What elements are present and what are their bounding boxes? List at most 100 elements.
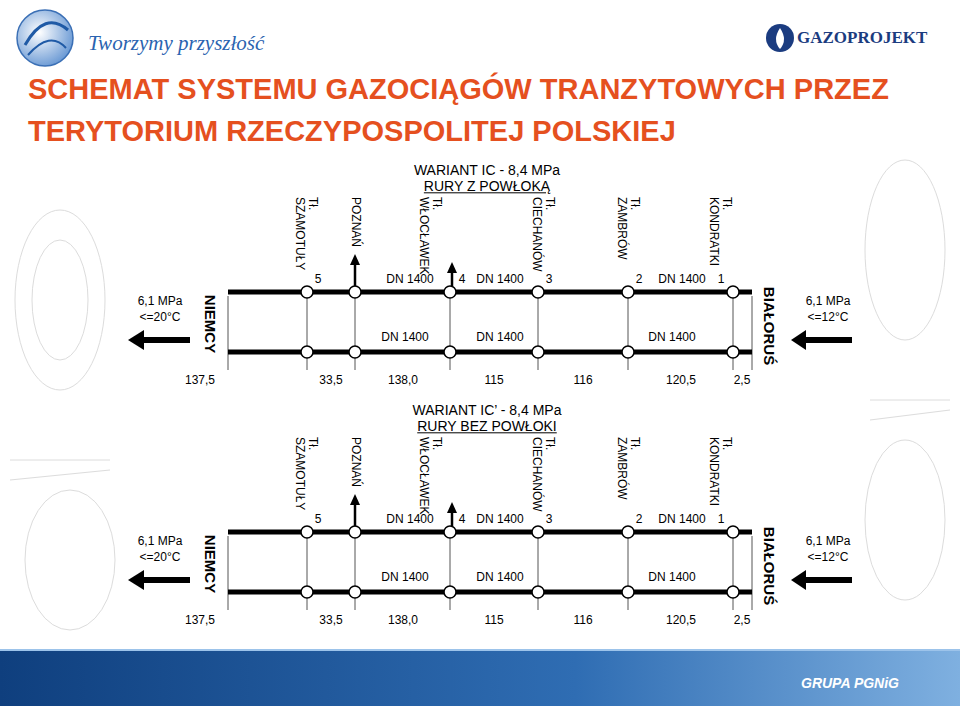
- scheme-label: 120,5: [666, 614, 696, 627]
- scheme-label: 137,5: [185, 374, 215, 387]
- section-tick: [538, 296, 539, 370]
- station-marker: [727, 526, 739, 538]
- footer-logo: GRUPA PGNiG: [801, 676, 899, 691]
- scheme-label: 115: [484, 374, 503, 387]
- section-tick: [752, 296, 753, 370]
- flow-arrow: [804, 577, 852, 583]
- scheme-label: 6,1 MPa: [806, 295, 851, 308]
- country-name: NIEMCY: [202, 535, 219, 593]
- scheme-label: 5: [315, 273, 322, 286]
- station-marker: [532, 286, 544, 298]
- flow-arrowhead: [791, 330, 806, 350]
- station-marker: [532, 526, 544, 538]
- scheme-label: 4: [459, 513, 466, 526]
- flow-arrowhead: [128, 330, 144, 350]
- station-name: Tł. ZAMBRÓW: [615, 437, 641, 500]
- country-box: NIEMCY: [192, 282, 228, 366]
- station-name: Tł. KONDRATKI: [707, 197, 733, 266]
- country-box: BIAŁORUŚ: [752, 276, 786, 376]
- country-box: NIEMCY: [192, 522, 228, 606]
- scheme-label: DN 1400: [658, 273, 705, 286]
- station-marker: [349, 286, 361, 298]
- scheme-label: 3: [546, 513, 553, 526]
- scheme-label: 2,5: [734, 614, 751, 627]
- station-marker: [349, 586, 361, 598]
- scheme-label: DN 1400: [648, 571, 695, 584]
- scheme-label: DN 1400: [648, 331, 695, 344]
- scheme-label: DN 1400: [658, 513, 705, 526]
- station-marker: [349, 526, 361, 538]
- scheme-label: 116: [573, 374, 592, 387]
- flow-arrowhead: [128, 570, 144, 590]
- gazoprojekt-logo: [766, 24, 794, 52]
- section-tick: [628, 296, 629, 370]
- station-marker: [727, 286, 739, 298]
- flow-arrow: [142, 337, 190, 343]
- section-tick: [228, 296, 229, 370]
- scheme-label: 138,0: [388, 614, 418, 627]
- section-tick: [228, 536, 229, 610]
- scheme-label: DN 1400: [476, 571, 523, 584]
- station-marker: [444, 286, 456, 298]
- station-marker: [622, 526, 634, 538]
- station-name: Tł. WŁOCŁAWEK: [417, 197, 443, 275]
- station-name: Tł. KONDRATKI: [707, 437, 733, 506]
- scheme-label: <=12°C: [808, 311, 849, 324]
- logo-name: GAZOPROJEKT: [797, 29, 927, 48]
- offtake-arrowhead: [350, 254, 360, 265]
- scheme-label: 33,5: [319, 374, 342, 387]
- country-name: BIAŁORUŚ: [761, 527, 778, 605]
- scheme-label: 4: [459, 273, 466, 286]
- station-marker: [444, 526, 456, 538]
- station-name: POZNAŃ: [348, 437, 361, 487]
- flow-arrow: [142, 577, 190, 583]
- station-marker: [622, 286, 634, 298]
- scheme-label: 115: [484, 614, 503, 627]
- scheme-label: <=20°C: [140, 311, 181, 324]
- scheme-label: RURY Z POWŁOKĄ: [424, 179, 550, 194]
- country-name: BIAŁORUŚ: [761, 287, 778, 365]
- scheme-label: 2,5: [734, 374, 751, 387]
- scheme-label: <=20°C: [140, 551, 181, 564]
- station-marker: [532, 586, 544, 598]
- scheme-label: 116: [573, 614, 592, 627]
- scheme-label: DN 1400: [386, 273, 433, 286]
- sketch-lines: [10, 160, 950, 630]
- offtake-arrowhead: [447, 502, 457, 513]
- station-marker: [444, 586, 456, 598]
- scheme-label: RURY BEZ POWŁOKI: [417, 419, 557, 434]
- station-marker: [532, 346, 544, 358]
- station-marker: [349, 346, 361, 358]
- pipeline-scheme: [128, 254, 852, 370]
- scheme-label: DN 1400: [476, 513, 523, 526]
- section-tick: [733, 536, 734, 610]
- scheme-label: DN 1400: [381, 331, 428, 344]
- footer-band: [0, 650, 960, 706]
- scheme-label: <=12°C: [808, 551, 849, 564]
- section-tick: [450, 296, 451, 370]
- section-tick: [355, 536, 356, 610]
- station-name: Tł. ZAMBRÓW: [615, 197, 641, 260]
- scheme-label: DN 1400: [386, 513, 433, 526]
- scheme-label: WARIANT IC’ - 8,4 MPa: [413, 403, 562, 418]
- company-logo: [17, 10, 73, 66]
- offtake-arrowhead: [350, 494, 360, 505]
- section-tick: [538, 536, 539, 610]
- scheme-label: 2: [636, 273, 643, 286]
- station-marker: [444, 346, 456, 358]
- station-name: Tł. SZAMOTUŁY: [293, 197, 319, 270]
- scheme-label: 120,5: [666, 374, 696, 387]
- station-name: Tł. WŁOCŁAWEK: [417, 437, 443, 515]
- station-marker: [301, 586, 313, 598]
- station-name: Tł. SZAMOTUŁY: [293, 437, 319, 510]
- station-marker: [727, 586, 739, 598]
- scheme-label: 33,5: [319, 614, 342, 627]
- section-tick: [307, 536, 308, 610]
- scheme-label: 1: [718, 513, 725, 526]
- scheme-label: 3: [546, 273, 553, 286]
- station-name: Tł. CIECHANÓW: [530, 437, 556, 512]
- flow-arrowhead: [791, 570, 806, 590]
- station-marker: [301, 346, 313, 358]
